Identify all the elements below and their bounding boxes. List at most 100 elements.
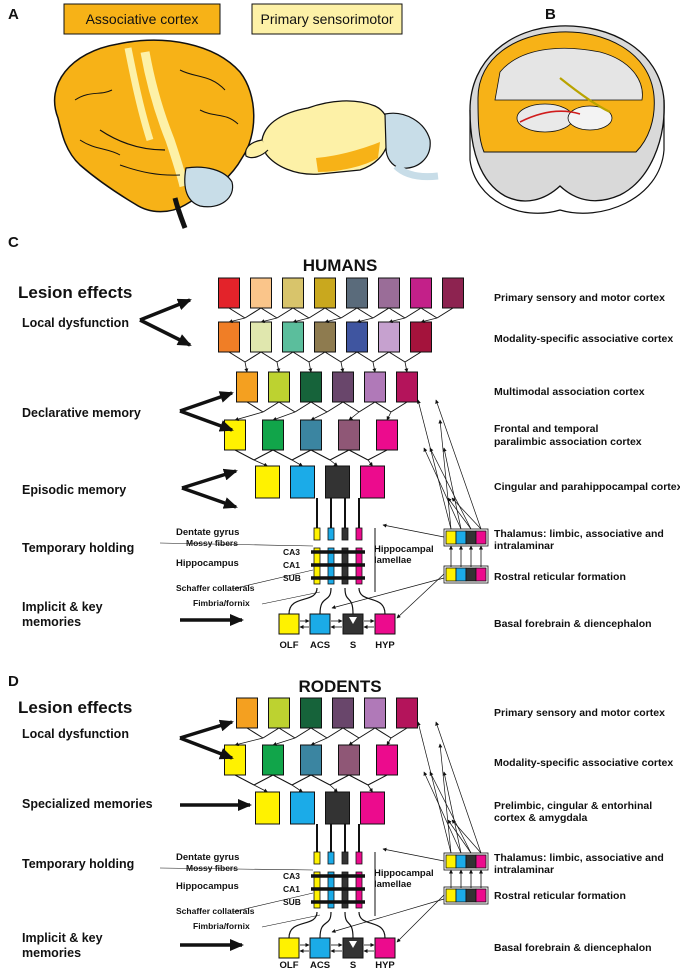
humans-row1-box-8 — [442, 277, 464, 309]
rodents-thal-up-4 — [438, 743, 452, 854]
humans-row5-box-3 — [325, 465, 350, 499]
humans-r2r3-conv-a-2 — [292, 351, 310, 363]
humans-dg-cell-2 — [341, 527, 349, 541]
humans-r1r2-link-1 — [260, 317, 278, 324]
panel-a: Associative cortex Primary sensorimotor — [53, 3, 439, 229]
humans-r4r5-link-3 — [367, 459, 373, 467]
rodents-fornix-2 — [344, 911, 354, 939]
humans-r1r2-link-6 — [420, 317, 438, 324]
rodents-fornix-3 — [358, 911, 386, 939]
humans-r4r5-conv-a-1 — [272, 449, 293, 461]
humans-label-basal: Basal forebrain & diencephalon — [494, 618, 652, 630]
humans-basal-acs: ACS — [310, 640, 330, 651]
humans-r1r2-link-5 — [388, 317, 406, 324]
rodents-mossy-leader — [159, 867, 314, 871]
humans-ca1: CA1 — [283, 560, 300, 570]
rodents-reticular-frame — [443, 886, 489, 905]
humans-r3r4-conv-a-1 — [278, 401, 296, 413]
humans-row5-box-1 — [255, 465, 280, 499]
humans-thalamus-box-0 — [445, 530, 457, 545]
rodents-schaffer-leader — [231, 892, 314, 913]
rodents-label-thalamus-a: Thalamus: limbic, associative and — [494, 852, 664, 864]
human-brain-illustration — [53, 39, 255, 229]
humans-row1-box-7 — [410, 277, 432, 309]
humans-label-thalamus-b: intralaminar — [494, 540, 554, 552]
humans-row4-box-4 — [338, 419, 360, 451]
rodent-brain-illustration — [245, 100, 439, 181]
legend-primary: Primary sensorimotor — [260, 11, 393, 27]
rodents-label-row1: Primary sensory and motor cortex — [494, 707, 665, 719]
rodents-ret-basal-arrow — [396, 894, 445, 943]
humans-local-big-arrow-0 — [139, 298, 192, 322]
rodents-dg-cell-3 — [355, 851, 363, 865]
rodents-row3-box-2 — [290, 791, 315, 825]
rodents-specialized-memories: Specialized memories — [22, 797, 153, 811]
rodents-lamellae-a: Hippocampal — [374, 868, 434, 879]
humans-thal-up-1 — [423, 447, 462, 530]
humans-ret-basal-arrow — [396, 573, 445, 619]
humans-r4r5-link-1 — [291, 459, 303, 467]
humans-r3r4-conv-a-3 — [342, 401, 360, 413]
humans-r3r4-conv-b-3 — [358, 401, 376, 413]
humans-label-row3: Multimodal association cortex — [494, 386, 645, 398]
humans-row4-box-3 — [300, 419, 322, 451]
humans-fornix-3 — [358, 587, 386, 615]
humans-r2r3-link-1 — [276, 361, 281, 373]
humans-basal-box-3 — [374, 613, 396, 635]
rodents-lamellae-b: lamellae — [374, 879, 412, 890]
rodents-thal-up-7 — [451, 819, 482, 854]
rodents-local-dysfunction: Local dysfunction — [22, 727, 129, 741]
panel-letter-c: C — [8, 234, 19, 251]
rodents-row3-box-3 — [325, 791, 350, 825]
rodents-basal-s: S — [350, 960, 356, 971]
humans-reticular-box-2 — [465, 567, 477, 582]
humans-r1r2-link-4 — [356, 317, 374, 324]
humans-r1r2-conv-b-4 — [372, 307, 390, 319]
humans-row1-box-4 — [314, 277, 336, 309]
rodents-implicit-line1: Implicit & key — [22, 931, 103, 945]
humans-label-row2: Modality-specific associative cortex — [494, 333, 673, 345]
humans-row1-box-6 — [378, 277, 400, 309]
humans-r2r3-link-2 — [308, 361, 313, 373]
humans-r3r4-conv-a-4 — [374, 401, 392, 413]
humans-basal-box-0 — [278, 613, 300, 635]
rodents-r2r3-conv-a-0 — [234, 774, 255, 786]
panel-letter-b: B — [545, 6, 556, 23]
rodents-r1r2-conv-b-4 — [390, 727, 408, 739]
humans-sub: SUB — [283, 573, 301, 583]
humans-label-row1: Primary sensory and motor cortex — [494, 292, 665, 304]
humans-r1r2-conv-a-3 — [324, 307, 342, 319]
rodents-label-row3a: Prelimbic, cingular & entorhinal — [494, 800, 652, 812]
humans-r1r2-conv-a-4 — [356, 307, 374, 319]
rodents-r2r3-conv-a-3 — [348, 774, 369, 786]
rodents-thalamus-frame — [443, 852, 489, 871]
rodents-title: RODENTS — [298, 677, 381, 696]
rodents-r1r2-conv-a-4 — [374, 727, 392, 739]
humans-reticular-frame — [443, 565, 489, 584]
rodents-r2r3-conv-b-3 — [367, 774, 388, 786]
humans-r2r3-conv-a-0 — [228, 351, 246, 363]
rodents-reticular-box-1 — [455, 888, 467, 903]
humans-label-reticular: Rostral reticular formation — [494, 571, 626, 583]
humans-title: HUMANS — [303, 256, 378, 275]
rodents-schaffer: Schaffer collaterals — [176, 906, 255, 916]
humans-r4r5-conv-b-1 — [291, 449, 312, 461]
rodents-fimbria: Fimbria/fornix — [193, 921, 250, 931]
rodents-r1r2-conv-a-1 — [278, 727, 296, 739]
humans-fornix-2 — [344, 587, 354, 615]
humans-local-dysfunction: Local dysfunction — [22, 316, 129, 330]
humans-reticular-box-3 — [475, 567, 487, 582]
humans-r1r2-link-2 — [292, 317, 310, 324]
rodents-fornix-1 — [319, 911, 332, 939]
humans-r2r3-conv-b-2 — [308, 351, 326, 363]
humans-row3-box-5 — [364, 371, 386, 403]
humans-r2r3-conv-a-3 — [324, 351, 342, 363]
rodents-r1r2-conv-b-1 — [294, 727, 312, 739]
rodents-r1r2-conv-a-3 — [342, 727, 360, 739]
humans-row1-box-1 — [218, 277, 240, 309]
rodents-r1r2-link-0 — [234, 737, 264, 747]
rodents-implicit-line2: memories — [22, 946, 81, 960]
humans-r1r2-conv-a-5 — [388, 307, 406, 319]
humans-r1r2-conv-a-0 — [228, 307, 246, 319]
humans-r2r3-conv-b-3 — [340, 351, 358, 363]
